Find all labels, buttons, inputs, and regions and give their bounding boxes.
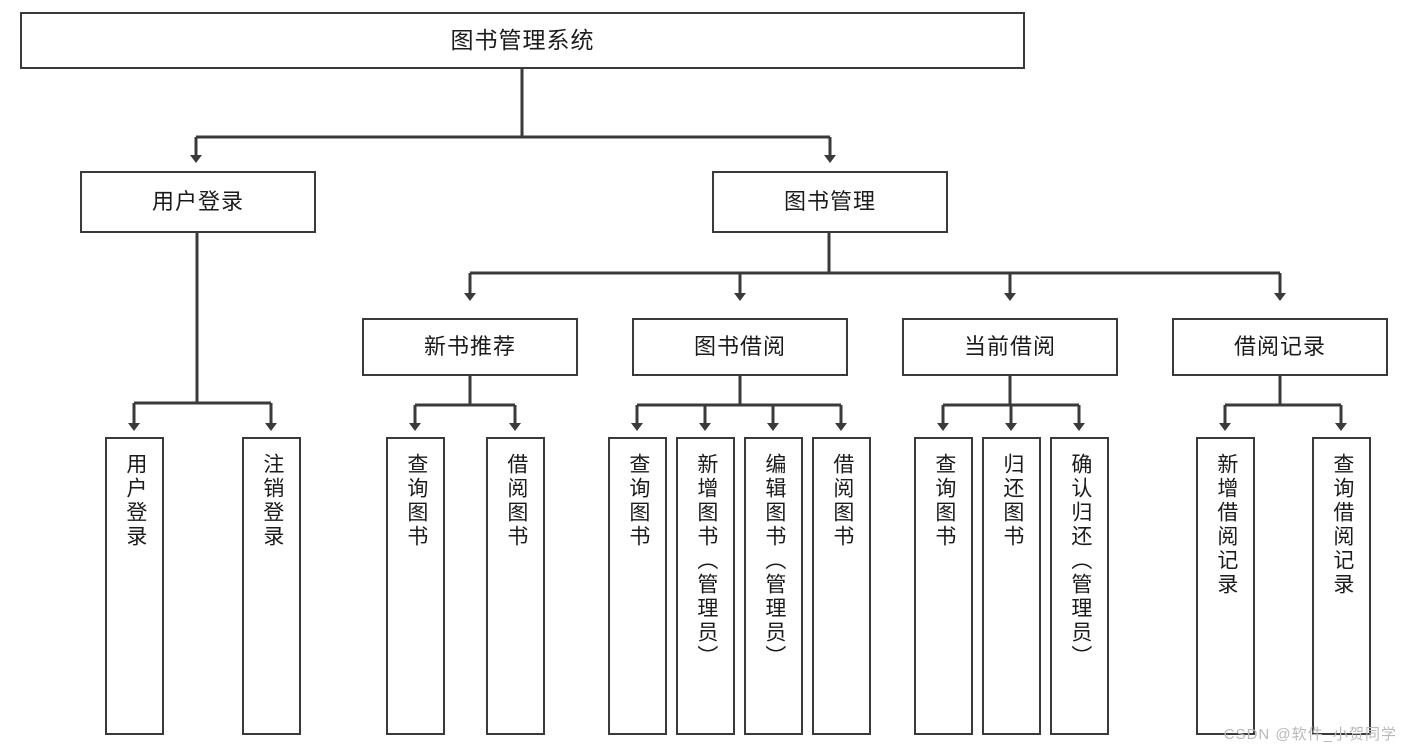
node-label: 图书管理系统 [450, 27, 595, 53]
leaf-current-query-book[interactable]: 查询图书 [914, 437, 973, 735]
node-book-borrow[interactable]: 图书借阅 [632, 318, 848, 376]
node-book-management[interactable]: 图书管理 [712, 171, 948, 233]
node-label: 新书推荐 [423, 334, 516, 359]
node-label: 借阅图书 [504, 453, 528, 549]
leaf-recommend-query-book[interactable]: 查询图书 [386, 437, 445, 735]
node-label: 用户登录 [123, 453, 147, 549]
node-label: 借阅记录 [1233, 334, 1326, 359]
node-new-book-recommend[interactable]: 新书推荐 [362, 318, 578, 376]
node-label: 当前借阅 [963, 334, 1056, 359]
node-borrow-record[interactable]: 借阅记录 [1172, 318, 1388, 376]
leaf-current-return-book[interactable]: 归还图书 [982, 437, 1041, 735]
leaf-borrow-query-book[interactable]: 查询图书 [608, 437, 667, 735]
leaf-borrow-edit-book-admin[interactable]: 编辑图书（管理员） [744, 437, 803, 735]
watermark-text: CSDN @软件_小贺同学 [1223, 726, 1397, 743]
leaf-current-confirm-return-admin[interactable]: 确认归还（管理员） [1050, 437, 1109, 735]
leaf-user-login-login[interactable]: 用户登录 [105, 437, 164, 735]
leaf-record-add-record[interactable]: 新增借阅记录 [1196, 437, 1255, 735]
node-label: 新增借阅记录 [1214, 453, 1238, 597]
node-root-system[interactable]: 图书管理系统 [20, 12, 1025, 69]
node-user-login[interactable]: 用户登录 [80, 171, 316, 233]
node-label: 查询图书 [626, 453, 650, 549]
node-label: 新增图书（管理员） [694, 453, 718, 669]
leaf-borrow-borrow-book[interactable]: 借阅图书 [812, 437, 871, 735]
node-label: 归还图书 [1000, 453, 1024, 549]
node-label: 图书管理 [783, 189, 876, 214]
leaf-record-query-record[interactable]: 查询借阅记录 [1312, 437, 1371, 735]
node-label: 查询借阅记录 [1330, 453, 1354, 597]
node-label: 确认归还（管理员） [1068, 453, 1092, 669]
node-label: 查询图书 [932, 453, 956, 549]
node-current-borrow[interactable]: 当前借阅 [902, 318, 1118, 376]
node-label: 用户登录 [151, 189, 244, 214]
node-label: 编辑图书（管理员） [762, 453, 786, 669]
node-label: 借阅图书 [830, 453, 854, 549]
leaf-borrow-add-book-admin[interactable]: 新增图书（管理员） [676, 437, 735, 735]
node-label: 查询图书 [404, 453, 428, 549]
node-label: 注销登录 [260, 453, 284, 549]
node-label: 图书借阅 [693, 334, 786, 359]
leaf-recommend-borrow-book[interactable]: 借阅图书 [486, 437, 545, 735]
leaf-user-login-logout[interactable]: 注销登录 [242, 437, 301, 735]
